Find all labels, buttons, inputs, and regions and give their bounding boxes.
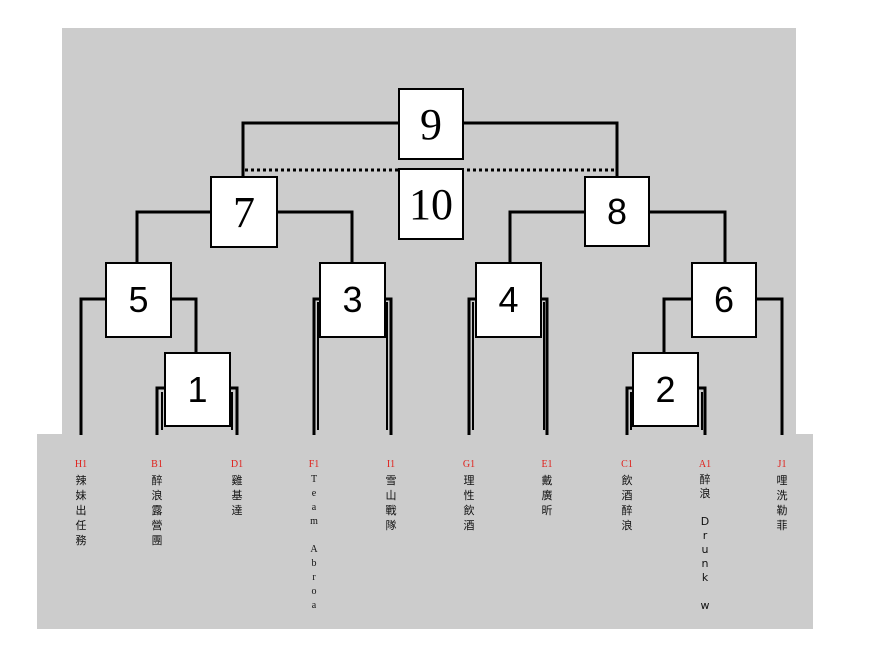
match-box-1: 1 xyxy=(164,352,231,427)
team-name: 雞 基 達 xyxy=(231,474,243,517)
connector-3-i1 xyxy=(385,297,393,435)
connector-8-6 xyxy=(649,210,727,262)
match-box-9: 9 xyxy=(398,88,464,160)
match-number: 7 xyxy=(233,187,255,237)
team-e1: E1 戴 廣 昕 xyxy=(537,458,557,518)
match-number: 3 xyxy=(342,279,363,320)
connector-8-4 xyxy=(508,210,585,262)
match-number: 8 xyxy=(606,190,628,232)
team-name: 醉 浪 D r u n k w xyxy=(699,473,711,612)
connector-1-d1 xyxy=(230,386,239,435)
connector-9-7 xyxy=(241,121,400,176)
connector-4-e1 xyxy=(541,297,549,435)
team-name: 哩 洗 勒 菲 xyxy=(776,474,788,532)
team-name: 雪 山 戰 隊 xyxy=(385,474,397,532)
team-code: D1 xyxy=(230,459,244,470)
connector-2-a1 xyxy=(698,386,707,435)
connector-7-5 xyxy=(135,210,212,262)
team-code: I1 xyxy=(386,459,396,470)
team-code: A1 xyxy=(698,459,712,470)
team-code: C1 xyxy=(621,459,633,470)
team-g1: G1 理 性 飲 酒 xyxy=(459,458,479,533)
connector-5-h1 xyxy=(79,297,106,435)
team-code: B1 xyxy=(151,459,163,470)
team-j1: J1 哩 洗 勒 菲 xyxy=(772,458,792,533)
match-box-7: 7 xyxy=(210,176,278,248)
connector-9-8 xyxy=(463,121,619,176)
team-name: 辣 妹 出 任 務 xyxy=(75,474,87,547)
match-box-4: 4 xyxy=(475,262,542,338)
match-box-6: 6 xyxy=(691,262,757,338)
team-code: J1 xyxy=(777,459,787,470)
connector-3-f1 xyxy=(312,297,320,435)
team-f1: F1 T e a m A b r o a xyxy=(304,458,324,613)
team-c1: C1 飲 酒 醉 浪 xyxy=(617,458,637,533)
team-code: H1 xyxy=(74,459,88,470)
connector-6-j1 xyxy=(756,297,784,435)
team-d1: D1 雞 基 達 xyxy=(227,458,247,518)
match-box-2: 2 xyxy=(632,352,699,427)
team-name: T e a m A b r o a xyxy=(310,474,318,611)
team-name: 戴 廣 昕 xyxy=(541,474,553,517)
team-name: 飲 酒 醉 浪 xyxy=(621,474,633,532)
team-code: F1 xyxy=(308,459,320,470)
team-code: G1 xyxy=(462,459,476,470)
connector-7-3 xyxy=(277,210,354,262)
team-i1: I1 雪 山 戰 隊 xyxy=(381,458,401,533)
team-b1: B1 醉 浪 露 營 團 xyxy=(147,458,167,548)
team-h1: H1 辣 妹 出 任 務 xyxy=(71,458,91,548)
match-box-10: 10 xyxy=(398,168,464,240)
team-name: 理 性 飲 酒 xyxy=(463,474,475,532)
match-number: 6 xyxy=(713,279,735,320)
match-number: 1 xyxy=(187,368,208,410)
match-box-5: 5 xyxy=(105,262,172,338)
connector-2-c1 xyxy=(625,386,633,435)
match-number: 9 xyxy=(420,99,442,149)
match-number: 5 xyxy=(128,279,149,320)
connector-4-g1 xyxy=(467,297,476,435)
match-box-3: 3 xyxy=(319,262,386,338)
team-a1: A1 醉 浪 D r u n k w xyxy=(695,458,715,613)
match-box-8: 8 xyxy=(584,176,650,247)
match-number: 2 xyxy=(655,368,676,410)
connector-6-2 xyxy=(662,297,692,353)
team-name: 醉 浪 露 營 團 xyxy=(151,474,163,547)
connector-1-b1 xyxy=(155,386,165,435)
team-code: E1 xyxy=(541,459,553,470)
match-number: 4 xyxy=(498,279,519,320)
connector-5-1 xyxy=(171,297,198,353)
teams-background xyxy=(37,434,813,629)
match-number: 10 xyxy=(409,179,453,229)
